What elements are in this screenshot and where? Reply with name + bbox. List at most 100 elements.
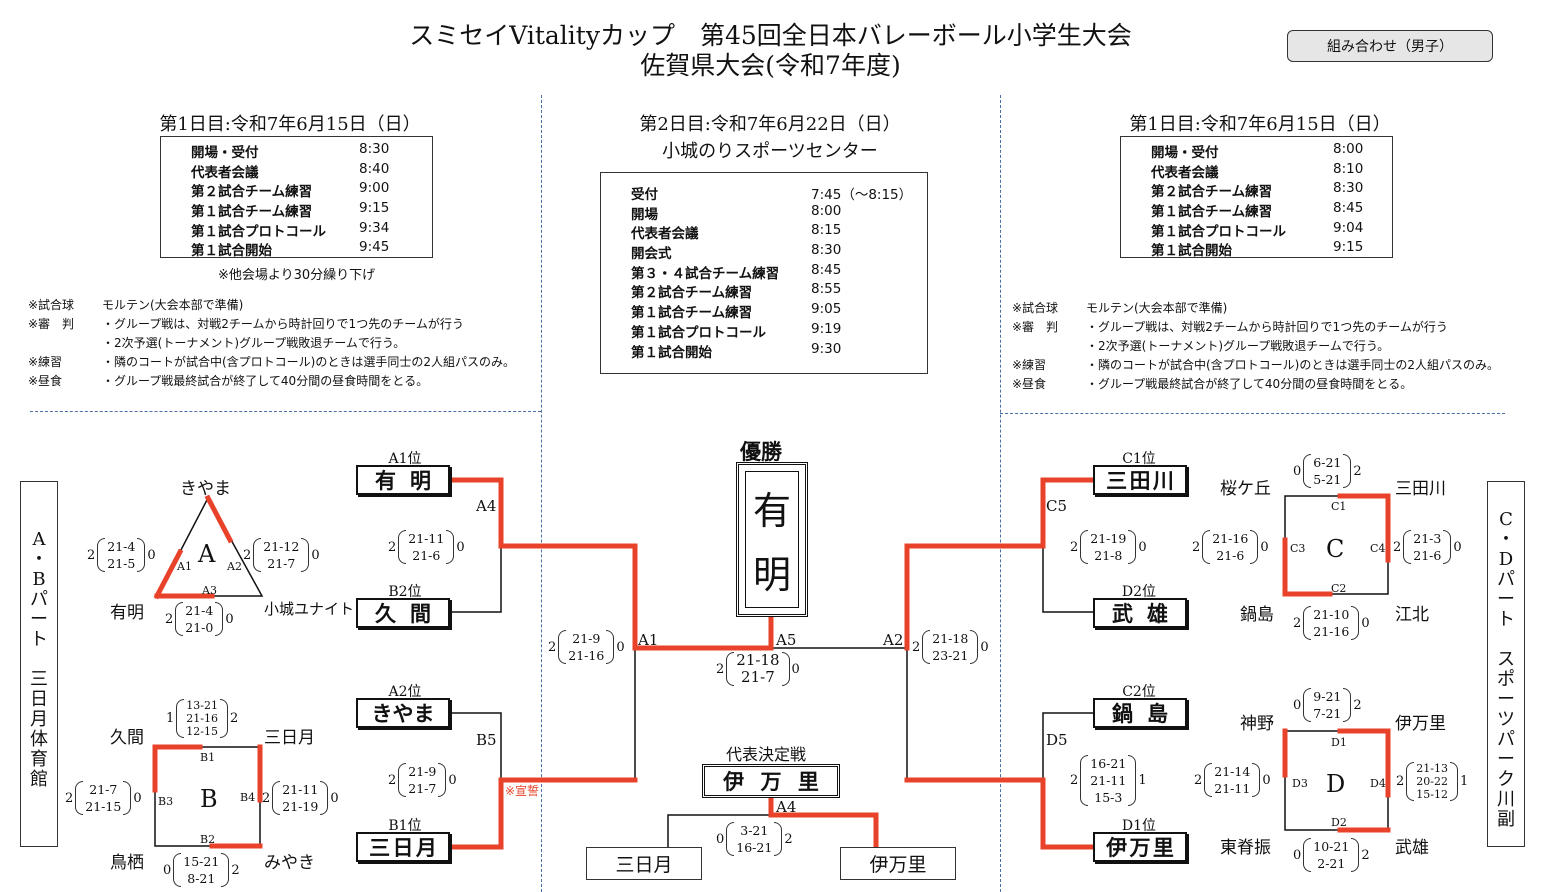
groupA-left-team: 有明 [110,603,144,623]
schedule-time: 9:34 [359,219,390,236]
brace-left-icon [398,530,407,564]
a2-rank: A2位 [388,684,422,700]
score-right-points: 2 [1353,697,1362,713]
rule-text: ・隣のコートが試合中(含プロトコール)のときは選手同士の2人組パスのみ。 [102,355,516,369]
team-char: 武 [1112,601,1133,626]
schedule-item: 開会式 [631,246,672,263]
groupB-tl-team: 久間 [110,728,144,748]
groupA-a2: A2 [227,560,242,573]
team-char: 雄 [1147,601,1168,626]
schedule-time: 7:45（～8:15） [811,187,913,203]
set-score: 21-16 [186,712,218,725]
score-right-points: 0 [616,639,625,655]
set-score: 21-11 [282,782,319,797]
brace-left-icon [1204,763,1213,797]
groupD-label: D [1326,770,1346,798]
venue-char: ク [1497,769,1515,790]
venue-char: C [1499,509,1513,530]
set-score: 8-21 [187,871,216,886]
score-right-points: 0 [311,547,320,563]
groupB-b2: B2 [200,833,216,846]
venue-char: ー [1497,589,1515,610]
score-right-points: 0 [456,539,465,555]
team-b2: 久間 [356,598,450,628]
venue-char: ス [1497,649,1515,670]
rule-key: ※審 判 [28,317,75,331]
set-score: 21-13 [1416,762,1448,775]
brace-right-icon [446,530,455,564]
score-left-points: 0 [1293,847,1302,863]
score-left-points: 2 [548,639,557,655]
set-score: 2-21 [1317,856,1346,871]
schedule-item: 第２試合チーム練習 [191,184,313,201]
venue-char: 日 [30,689,48,710]
venue-char: ー [1497,749,1515,770]
set-score: 21-8 [1094,548,1123,563]
brace-right-icon [781,652,790,686]
team-char: 万 [760,769,782,794]
groupA-label: A [198,540,216,568]
schedule-item: 第１試合プロトコール [1151,223,1286,240]
b1-rank: B1位 [388,818,422,834]
venue-char: D [1498,549,1514,570]
match-b5: B5 [476,731,497,749]
rule-text: ・グループ戦最終試合が終了して40分間の昼食時間をとる。 [1086,377,1413,391]
venue-char: ト [1497,609,1515,630]
score-right-points: 0 [1262,772,1271,788]
brace-left-icon [75,781,84,815]
set-score: 20-22 [1416,775,1448,788]
left-rules: ※試合球モルテン(大会本部で準備)※審 判・グループ戦は、対戦2チームから時計回… [28,296,548,396]
brace-left-icon [176,699,185,738]
brace-left-icon [1406,762,1415,801]
rule-key: ※試合球 [1012,301,1059,315]
set-score: 21-6 [412,548,441,563]
score-left-points: 2 [243,547,252,563]
score-left-points: 2 [388,539,397,555]
score-left-points: 2 [1070,539,1079,555]
brace-right-icon [1343,688,1352,722]
set-score: 23-21 [932,648,969,663]
venue-char: 川 [1497,789,1515,810]
venue-char: 体 [30,729,48,750]
score-left-points: 2 [716,661,725,677]
set-score: 21-6 [1216,548,1245,563]
groupB-label: B [200,785,218,813]
score-left-points: 1 [166,711,175,726]
right-day-heading: 第1日目:令和7年6月15日（日） [1129,114,1391,135]
set-score: 21-5 [107,556,136,571]
brace-right-icon [221,853,230,887]
brace-left-icon [922,630,931,664]
schedule-item: 開場・受付 [191,145,259,161]
venue-char: ー [30,609,48,630]
groupD-tl-team: 神野 [1240,714,1274,734]
team-char: 里 [1152,835,1174,860]
brace-left-icon [1080,530,1089,564]
set-score: 3-21 [740,823,769,838]
team-char: 月 [415,835,437,860]
groupC-tl-team: 桜ケ丘 [1220,479,1271,499]
brace-right-icon [1450,762,1458,801]
schedule-item: 第２試合チーム練習 [631,285,753,302]
brace-left-icon [726,652,735,686]
